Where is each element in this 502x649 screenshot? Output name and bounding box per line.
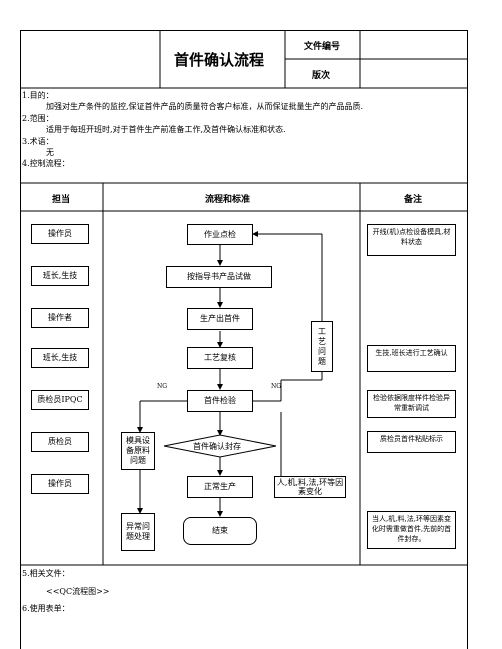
- remark-note: 当人,机,料,法,环等因素变化时需重做首件,先前的首件封存。: [367, 511, 456, 549]
- role-box: 质检员IPQC: [31, 390, 89, 410]
- scope-heading: 2.范围：: [22, 114, 54, 123]
- doc-number-label: 文件编号: [304, 42, 341, 52]
- flow-end: 结束: [183, 517, 257, 545]
- ng-right-label: NG: [271, 383, 282, 390]
- purpose-heading: 1.目的：: [22, 91, 54, 100]
- remark-note: 检验依据限度样件检验异常重新调试: [367, 390, 456, 418]
- remark-note: 质检员首件粘贴标示: [367, 431, 456, 453]
- mold-issue-box: 模具设备原料问题: [121, 432, 155, 470]
- scope-text: 适用于每班开班时,对于首件生产前准备工作,及首件确认标准和状态.: [46, 125, 286, 134]
- flow-first-inspect: 首件检验: [187, 390, 253, 412]
- flow-produce-first: 生产出首件: [187, 308, 253, 330]
- column-remarks: 备注: [404, 195, 423, 205]
- role-box: 班长,生技: [31, 266, 89, 286]
- flow-start: 作业点检: [187, 224, 253, 245]
- process-issue-box: 工艺问题: [311, 321, 333, 372]
- control-heading: 4.控制流程：: [22, 159, 70, 168]
- ng-left-label: NG: [157, 383, 168, 390]
- forms-heading: 6.使用表单：: [22, 604, 70, 613]
- remark-note: 生技,班长进行工艺确认: [367, 345, 456, 372]
- flow-normal: 正常生产: [187, 476, 253, 498]
- terms-text: 无: [46, 148, 54, 157]
- related-doc-link: <<QC流程图>>: [46, 587, 110, 596]
- role-box: 操作员: [31, 474, 89, 494]
- role-box: 质检员: [31, 432, 89, 452]
- terms-heading: 3.术语：: [22, 137, 54, 146]
- flow-trial: 按指导书产品试做: [166, 266, 272, 288]
- version-label: 版次: [312, 71, 331, 81]
- related-docs-heading: 5.相关文件：: [22, 569, 70, 578]
- document-frame: [20, 30, 468, 649]
- document-title: 首件确认流程: [174, 51, 265, 69]
- factor-change-box: 人,机,料,法,环等因素变化: [274, 476, 346, 498]
- abnormal-handling-box: 异常问题处理: [121, 513, 155, 551]
- purpose-text: 加强对生产条件的监控,保证首件产品的质量符合客户标准，从而保证批量生产的产品品质…: [46, 102, 364, 111]
- remark-note: 开线(机)点检设备模具,材料状态: [367, 224, 456, 256]
- role-box: 班长,生技: [31, 348, 89, 368]
- role-box: 操作员: [31, 224, 89, 244]
- flow-process-review: 工艺复核: [187, 347, 253, 369]
- column-flow: 流程和标准: [205, 195, 251, 205]
- role-box: 操作者: [31, 308, 89, 328]
- flow-confirm-seal: 首件确认封存: [193, 442, 241, 451]
- column-responsible: 担当: [52, 195, 71, 205]
